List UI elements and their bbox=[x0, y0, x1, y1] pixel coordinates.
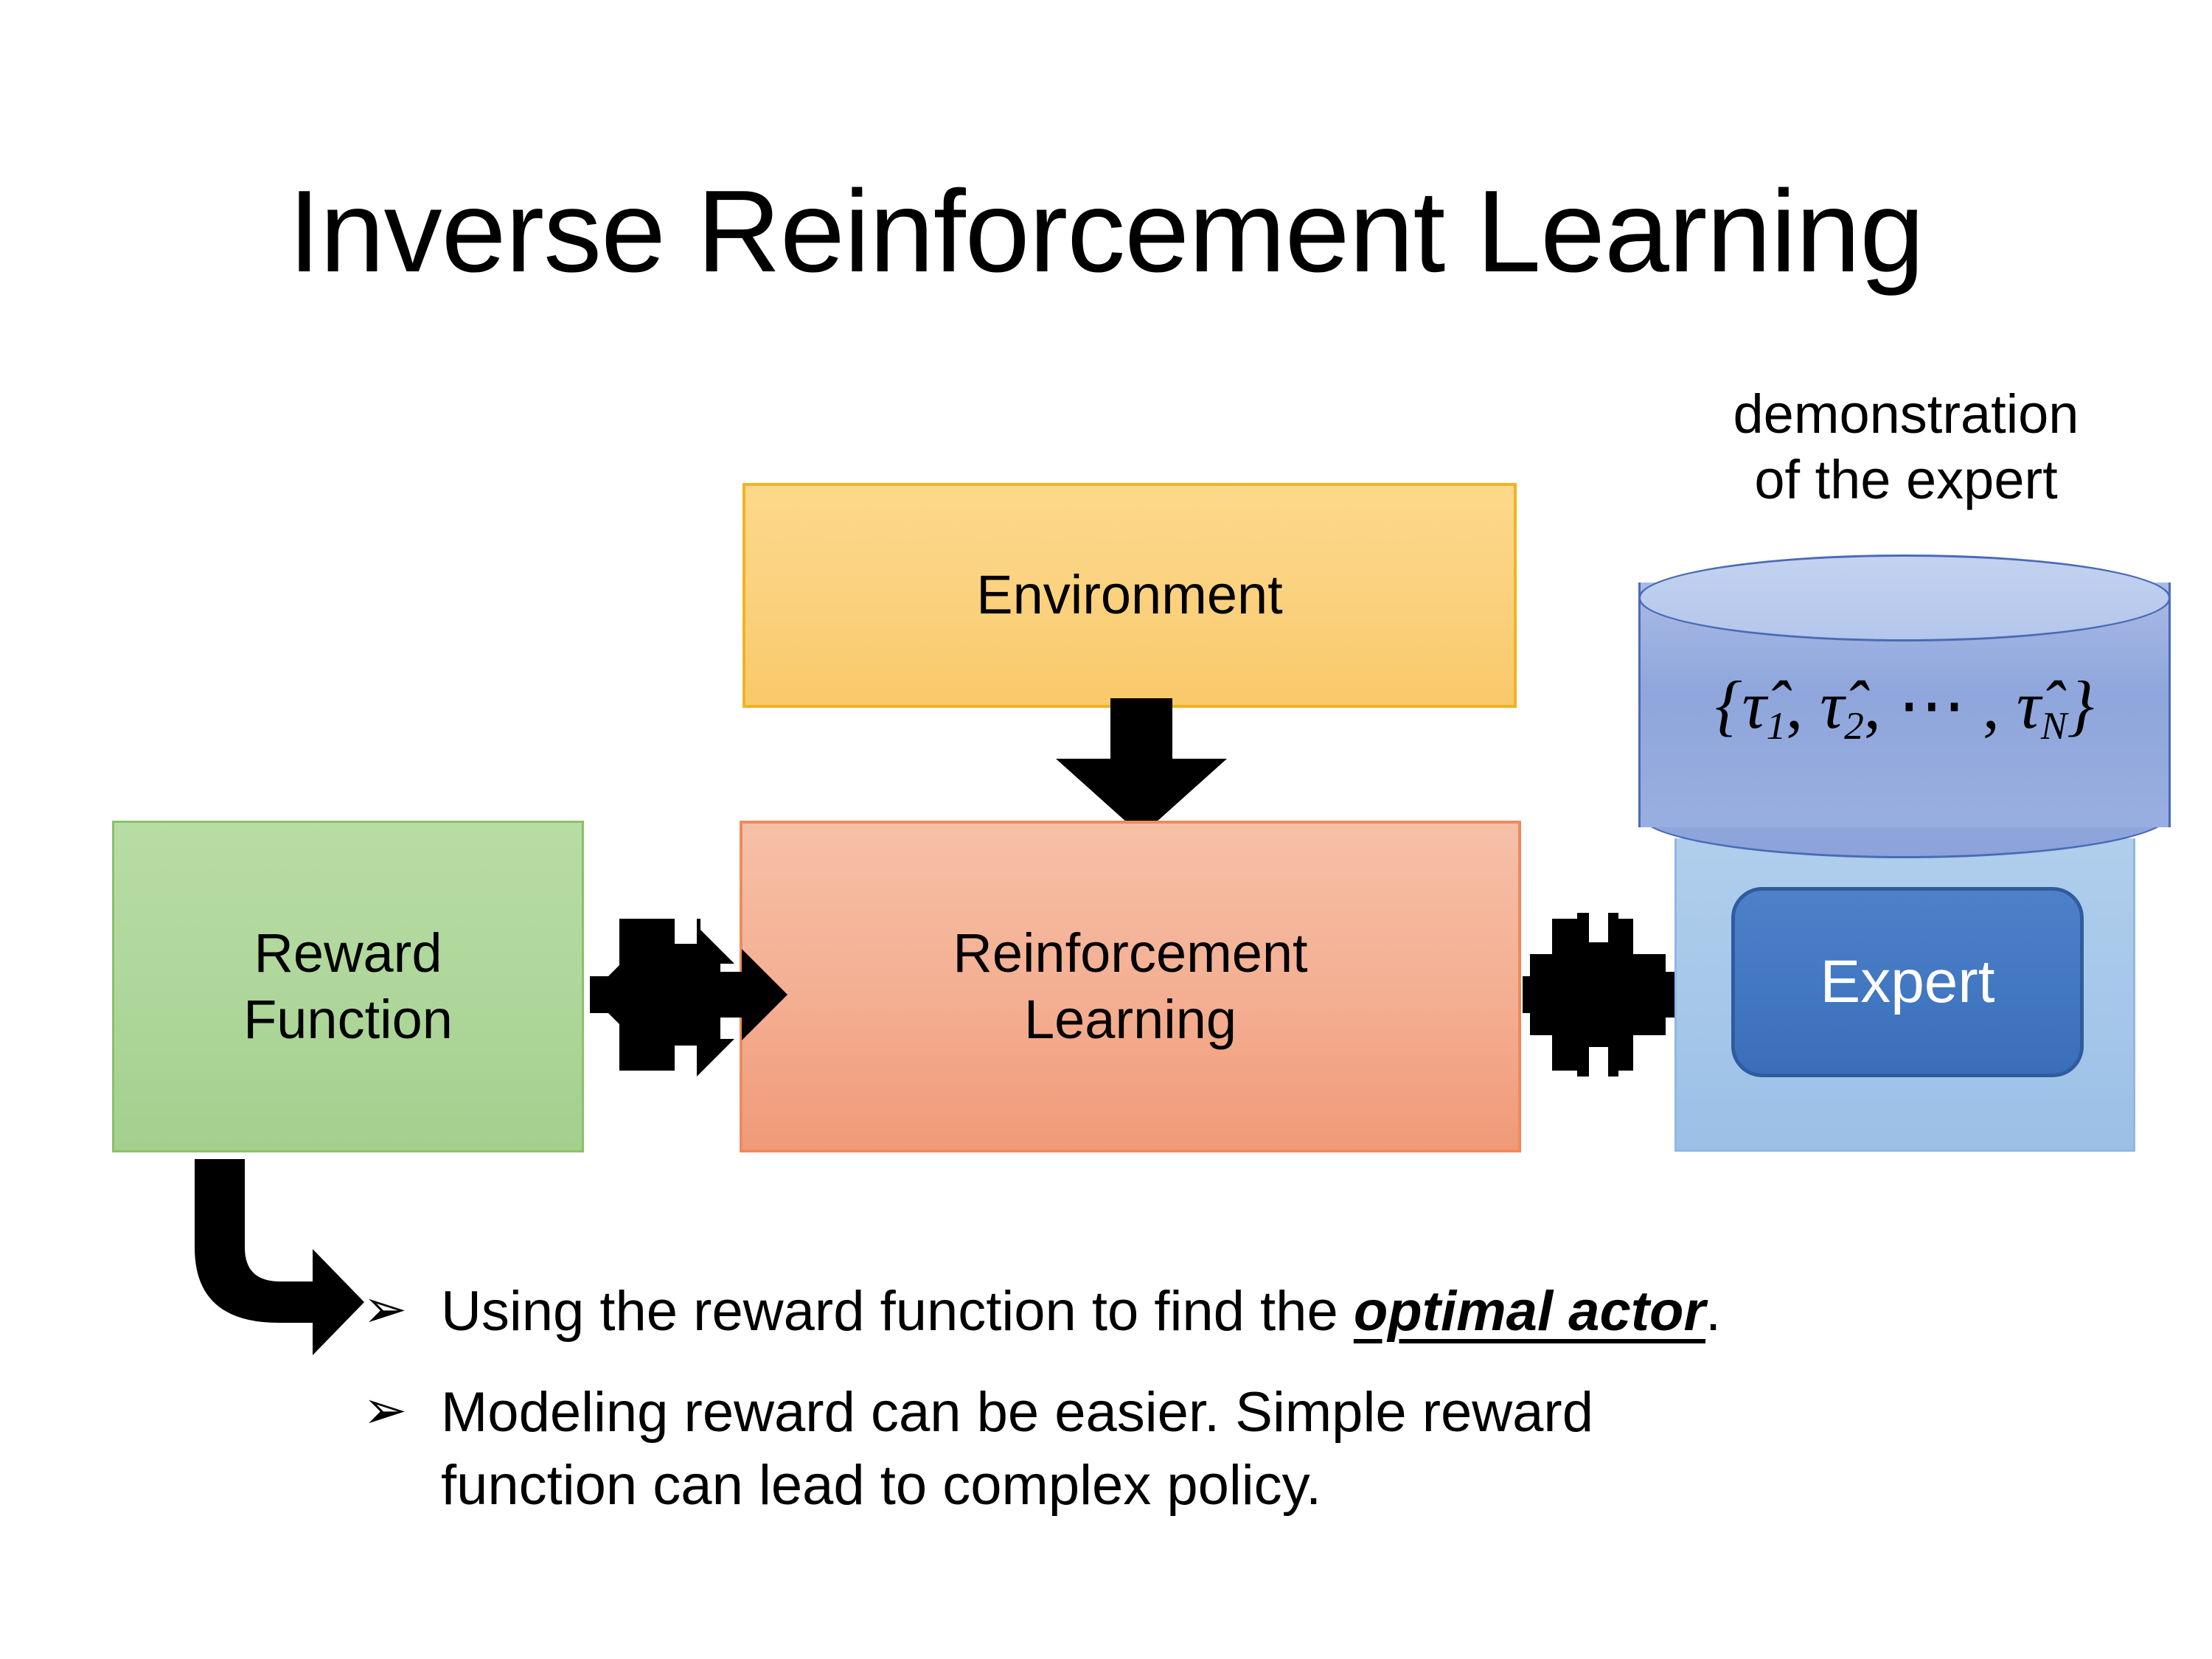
bullet-marker-icon: ➢ bbox=[363, 1380, 408, 1440]
rl-label-line-1: Reinforcement bbox=[953, 922, 1308, 984]
formula-tau-n: τ̂ bbox=[2016, 667, 2041, 742]
formula-sub-n: N bbox=[2040, 703, 2067, 748]
reinforcement-learning-box[interactable]: Reinforcement Learning bbox=[740, 821, 1521, 1152]
formula-open-brace: { bbox=[1714, 667, 1742, 742]
page-title: Inverse Reinforcement Learning bbox=[288, 167, 1924, 296]
rl-label-line-2: Learning bbox=[1023, 989, 1237, 1050]
expert-button[interactable]: Expert bbox=[1731, 887, 2084, 1077]
reward-function-box-label: Reward Function bbox=[243, 920, 453, 1054]
reward-label-line-1: Reward bbox=[254, 922, 442, 984]
demonstration-cylinder: {τ̂1, τ̂2, ⋯ , τ̂N} bbox=[1638, 554, 2171, 858]
demonstration-label: demonstration of the expert bbox=[1644, 382, 2168, 513]
trajectory-set-formula: {τ̂1, τ̂2, ⋯ , τ̂N} bbox=[1638, 665, 2171, 748]
reinforcement-learning-box-label: Reinforcement Learning bbox=[953, 920, 1307, 1054]
formula-tau-1: τ̂ bbox=[1742, 667, 1767, 742]
environment-box-label: Environment bbox=[976, 564, 1283, 626]
formula-close-brace: } bbox=[2067, 667, 2095, 742]
reward-label-line-2: Function bbox=[243, 989, 453, 1050]
bullet-1-text-before: Using the reward function to find the bbox=[441, 1280, 1354, 1343]
bullet-marker-icon: ➢ bbox=[363, 1280, 408, 1339]
expert-button-label: Expert bbox=[1820, 948, 1995, 1015]
formula-sub-1: 1 bbox=[1766, 703, 1787, 748]
reward-to-bullet-elbow-arrow bbox=[195, 1159, 364, 1355]
formula-comma-2: , ⋯ , bbox=[1863, 667, 2017, 742]
demonstration-label-line-2: of the expert bbox=[1754, 448, 2058, 510]
demonstration-label-line-1: demonstration bbox=[1733, 383, 2079, 445]
rl-expert-double-arrow-icon bbox=[1523, 898, 1720, 1091]
bullet-2-line-2: function can lead to complex policy. bbox=[441, 1453, 1322, 1517]
list-item: ➢ Using the reward function to find the … bbox=[363, 1276, 2132, 1349]
formula-comma-1: , bbox=[1786, 667, 1820, 742]
cylinder-top-ellipse bbox=[1638, 554, 2171, 641]
bullet-1-emphasis: optimal actor bbox=[1353, 1280, 1706, 1343]
environment-box[interactable]: Environment bbox=[742, 483, 1517, 708]
bullet-2-line-1: Modeling reward can be easier. Simple re… bbox=[441, 1380, 1594, 1444]
reward-function-box[interactable]: Reward Function bbox=[112, 821, 584, 1152]
environment-to-rl-arrow bbox=[1056, 698, 1227, 835]
formula-sub-2: 2 bbox=[1844, 703, 1864, 748]
list-item: ➢ Modeling reward can be easier. Simple … bbox=[363, 1377, 2132, 1523]
bullet-list: ➢ Using the reward function to find the … bbox=[363, 1276, 2132, 1550]
formula-tau-2: τ̂ bbox=[1820, 667, 1845, 742]
reward-rl-double-arrow-icon bbox=[590, 898, 787, 1091]
bullet-1-text-after: . bbox=[1705, 1280, 1722, 1343]
